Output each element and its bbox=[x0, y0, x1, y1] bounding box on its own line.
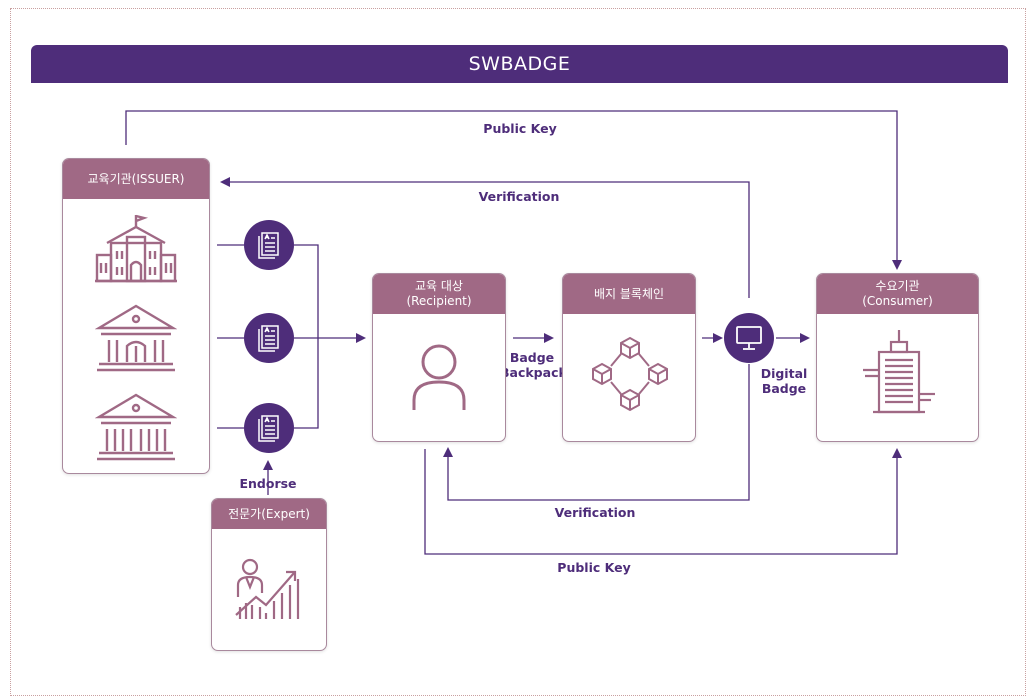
recipient-title-line2: (Recipient) bbox=[406, 294, 472, 308]
blockchain-title: 배지 블록체인 bbox=[593, 286, 665, 301]
consumer-card: 수요기관 (Consumer) bbox=[816, 273, 979, 442]
school-building-icon bbox=[95, 214, 177, 283]
verification-top-line bbox=[220, 177, 750, 298]
person-icon bbox=[412, 344, 466, 410]
office-building-icon bbox=[863, 330, 935, 414]
public-key-top-line bbox=[125, 110, 902, 270]
expert-growth-icon bbox=[235, 558, 300, 619]
recipient-card-header: 교육 대상 (Recipient) bbox=[373, 274, 505, 314]
badge-backpack-line1: Badge bbox=[509, 350, 555, 365]
issuer-card-header: 교육기관(ISSUER) bbox=[63, 159, 209, 199]
issuer-title: 교육기관(ISSUER) bbox=[87, 171, 185, 186]
document-circle-1 bbox=[244, 220, 294, 270]
verification-bottom-label: Verification bbox=[554, 505, 636, 520]
monitor-icon bbox=[736, 326, 762, 350]
recipient-card: 교육 대상 (Recipient) bbox=[372, 273, 506, 442]
digital-badge-line2: Badge bbox=[761, 381, 807, 396]
consumer-card-header: 수요기관 (Consumer) bbox=[817, 274, 978, 314]
issuer-card: 교육기관(ISSUER) bbox=[62, 158, 210, 474]
badge-backpack-line2: Backpack bbox=[500, 365, 567, 380]
endorse-label: Endorse bbox=[239, 476, 297, 491]
document-icon bbox=[258, 415, 279, 442]
blockchain-card-header: 배지 블록체인 bbox=[563, 274, 695, 314]
document-icon bbox=[258, 232, 279, 259]
public-key-bottom-label: Public Key bbox=[557, 560, 631, 575]
badge-backpack-label: Badge Backpack bbox=[500, 350, 567, 380]
government-building-icon bbox=[95, 304, 177, 372]
diagram-frame bbox=[10, 8, 1026, 696]
expert-card: 전문가(Expert) bbox=[211, 498, 327, 651]
recipient-title-line1: 교육 대상 bbox=[415, 279, 463, 293]
document-circle-3 bbox=[244, 403, 294, 453]
public-key-top-label: Public Key bbox=[483, 121, 557, 136]
diagram-title-banner: SWBADGE bbox=[31, 45, 1008, 83]
digital-badge-line1: Digital bbox=[760, 366, 808, 381]
consumer-title-line1: 수요기관 bbox=[875, 279, 920, 293]
expert-title: 전문가(Expert) bbox=[228, 506, 310, 521]
verification-bottom-line bbox=[443, 364, 750, 501]
document-circle-2 bbox=[244, 313, 294, 363]
institution-building-icon bbox=[95, 393, 177, 461]
document-icon bbox=[258, 325, 279, 352]
verification-top-label: Verification bbox=[478, 189, 560, 204]
consumer-title-line2: (Consumer) bbox=[862, 294, 933, 308]
digital-badge-circle bbox=[724, 313, 774, 363]
expert-card-header: 전문가(Expert) bbox=[212, 499, 326, 529]
diagram-title: SWBADGE bbox=[468, 53, 571, 75]
blockchain-card: 배지 블록체인 bbox=[562, 273, 696, 442]
blockchain-cubes-icon bbox=[592, 336, 668, 412]
digital-badge-label: Digital Badge bbox=[758, 366, 810, 396]
public-key-bottom-line bbox=[424, 448, 902, 555]
